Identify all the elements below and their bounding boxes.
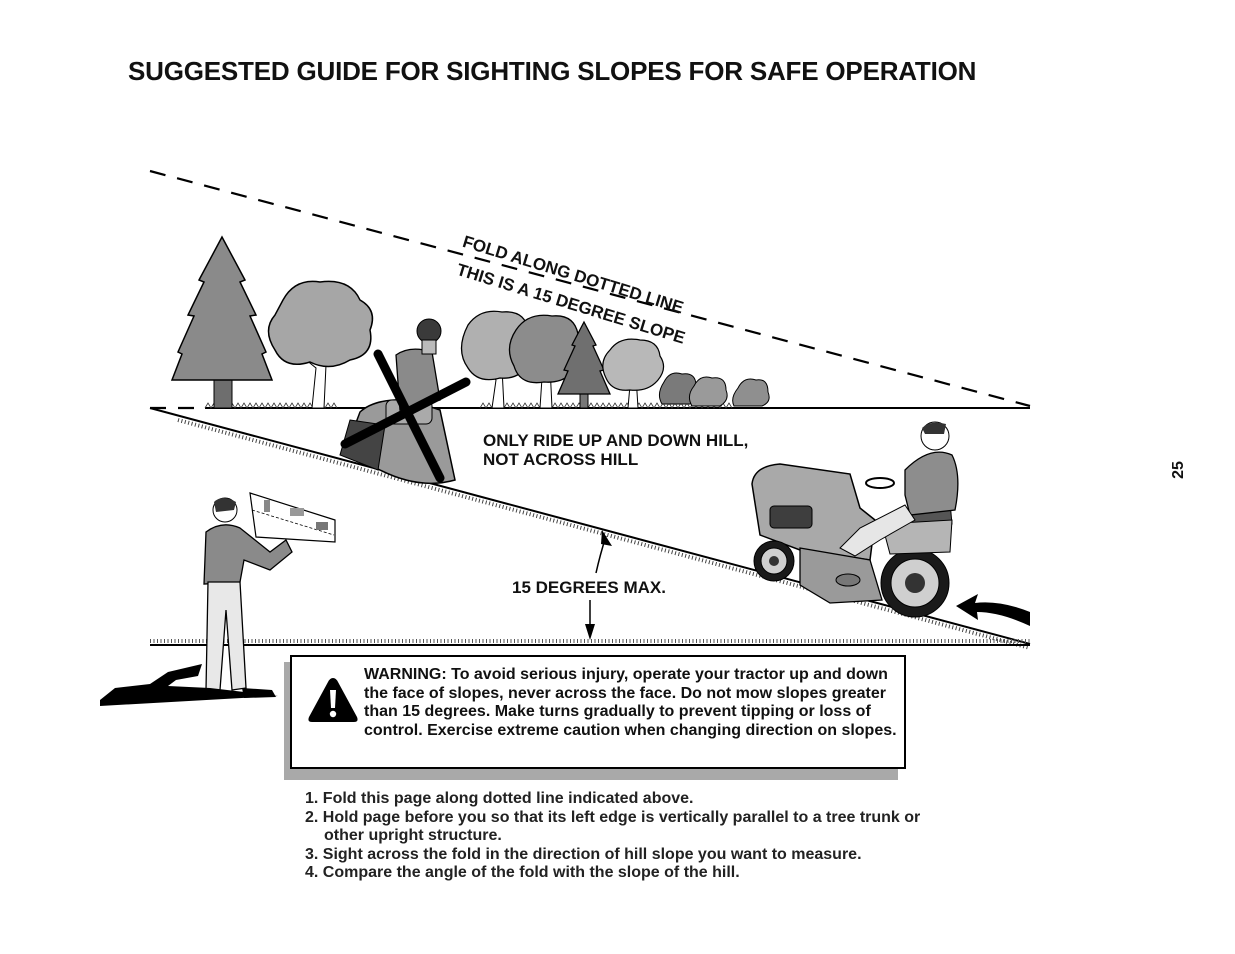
prohibited-x-icon: [340, 349, 471, 483]
tree-pine-small: [557, 320, 611, 409]
instruction-list: 1. Fold this page along dotted line indi…: [305, 790, 925, 883]
lower-ground: [150, 639, 1030, 646]
warning-text: WARNING: To avoid serious injury, operat…: [364, 666, 897, 739]
ride-instruction-label: ONLY RIDE UP AND DOWN HILL, NOT ACROSS H…: [483, 431, 749, 469]
page-title: SUGGESTED GUIDE FOR SIGHTING SLOPES FOR …: [128, 56, 977, 86]
man-sighting: [100, 497, 293, 706]
instruction-item: 2. Hold page before you so that its left…: [305, 808, 921, 845]
tree-round-3: [508, 314, 584, 409]
tractor-up-hill: [751, 421, 959, 618]
angle-arrows: [585, 530, 612, 640]
warning-triangle-icon: [308, 678, 358, 722]
upper-ground: [204, 402, 1030, 409]
folded-page-icon: [249, 492, 336, 543]
direction-arrow-icon: [956, 594, 1030, 626]
tree-pine-large: [170, 235, 274, 409]
fold-dotted-line: [149, 169, 1031, 408]
instruction-item: 1. Fold this page along dotted line indi…: [305, 790, 694, 807]
warning-box: WARNING: To avoid serious injury, operat…: [290, 655, 906, 769]
hill-slope: [149, 407, 1031, 650]
instruction-item: 3. Sight across the fold in the directio…: [305, 845, 862, 863]
tree-round-1: [267, 280, 374, 409]
instruction-item: 4. Compare the angle of the fold with th…: [305, 864, 740, 882]
tree-small-3: [732, 378, 770, 407]
tree-round-4: [602, 338, 665, 409]
angle-label: 15 DEGREES MAX.: [512, 578, 666, 597]
tree-small-2: [688, 376, 728, 407]
